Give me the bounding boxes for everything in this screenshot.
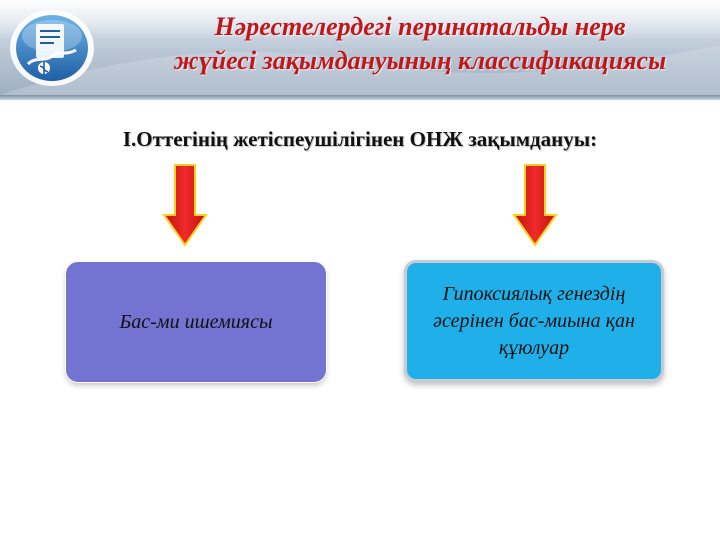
header-divider bbox=[0, 95, 720, 100]
title-line-2: жүйесі зақымдануының классификациясы bbox=[173, 46, 667, 75]
slide-title: Нәрестелердегі перинатальды нерв жүйесі … bbox=[130, 10, 710, 78]
header-shine bbox=[0, 0, 720, 40]
arrow-down-icon bbox=[512, 164, 558, 247]
header-swoosh bbox=[0, 45, 720, 95]
medical-logo-icon bbox=[10, 10, 94, 86]
hemorrhage-box-text: Гипоксиялық генездің әсерінен бас-миына … bbox=[433, 282, 635, 359]
ischemia-box: Бас-ми ишемиясы bbox=[66, 262, 326, 382]
title-line-1: Нәрестелердегі перинатальды нерв bbox=[214, 12, 626, 41]
arrow-down-icon bbox=[162, 164, 208, 247]
hemorrhage-box: Гипоксиялық генездің әсерінен бас-миына … bbox=[404, 260, 664, 382]
section-heading: I.Оттегінің жетіспеушілігінен ОНЖ зақымд… bbox=[122, 127, 598, 151]
header-banner bbox=[0, 0, 720, 95]
ischemia-box-text: Бас-ми ишемиясы bbox=[119, 310, 273, 333]
